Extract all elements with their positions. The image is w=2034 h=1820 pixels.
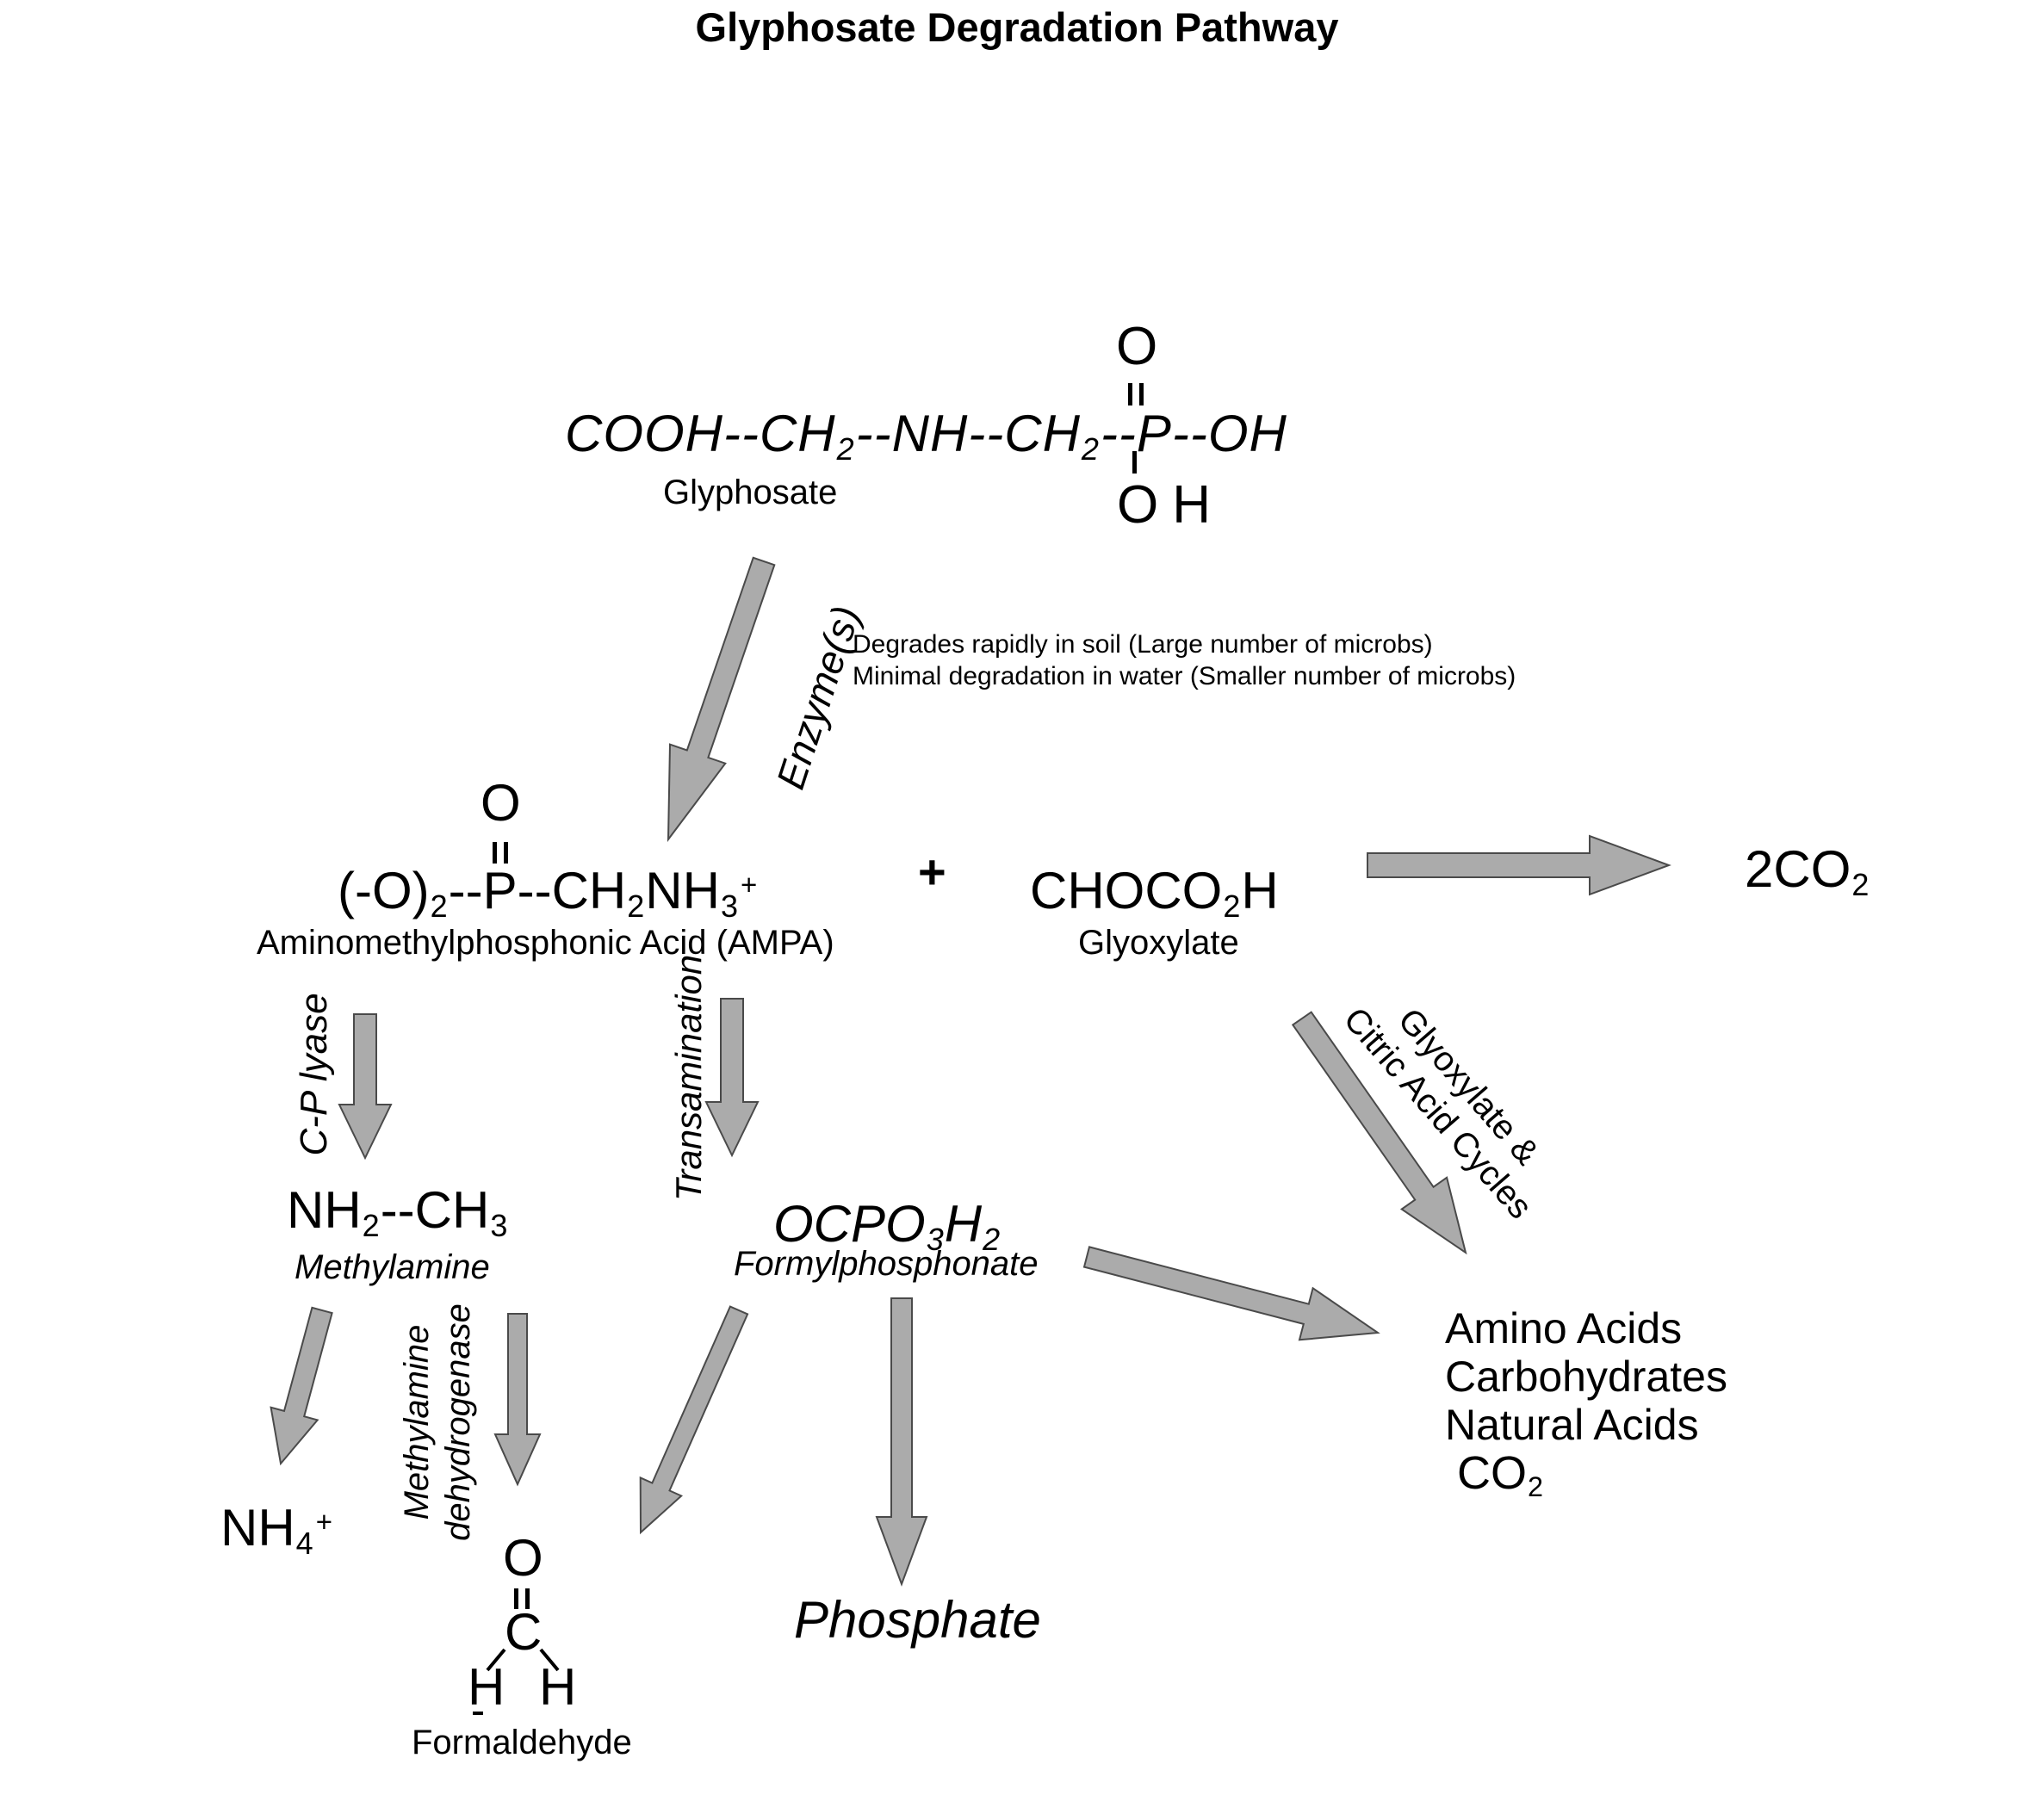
glyphosate-single-bond <box>1132 451 1137 474</box>
arrow-formylphosphonate-to-formaldehyde <box>639 1305 749 1535</box>
formaldehyde-double-bond-right <box>525 1588 530 1609</box>
formaldehyde-oxygen: O <box>503 1529 543 1587</box>
glyoxylate-formula: CHOCO2H <box>1030 862 1279 925</box>
formaldehyde-hydrogen-right: H <box>539 1658 577 1716</box>
ampa-double-bond-right <box>504 842 508 864</box>
formylphosphonate-label: Formylphosphonate <box>734 1245 1039 1283</box>
degradation-note: Degrades rapidly in soil (Large number o… <box>853 628 1516 692</box>
end-product-amino-acids: Amino Acids <box>1445 1304 1683 1353</box>
formaldehyde-h-dash <box>473 1712 483 1715</box>
page-title: Glyphosate Degradation Pathway <box>695 4 1339 50</box>
formylphosphonate-formula: OCPO3H2 <box>773 1195 1001 1258</box>
ampa-double-bond-left <box>493 842 497 864</box>
formaldehyde-carbon: C <box>505 1603 543 1661</box>
glyoxylate-label: Glyoxylate <box>1078 924 1239 962</box>
degradation-note-line1: Degrades rapidly in soil (Large number o… <box>853 630 1433 659</box>
glyphosate-formula: COOH--CH2--NH--CH2--P--OH <box>565 405 1287 467</box>
arrow-transamination <box>704 998 760 1158</box>
arrow-methylamine-dehydrogenase <box>493 1313 542 1487</box>
ampa-formula: (-O)2--P--CH2NH3+ <box>338 862 758 925</box>
bond-carbon-h-left <box>486 1648 506 1672</box>
ampa-label: Aminomethylphosphonic Acid (AMPA) <box>257 924 834 962</box>
glyphosate-top-oxygen: O <box>1116 317 1158 376</box>
methylamine-label: Methylamine <box>295 1248 490 1286</box>
arrow-methylamine-to-ammonium <box>270 1306 333 1466</box>
bond-carbon-h-right <box>539 1648 560 1672</box>
arrow-glyoxylate-cycles <box>1291 1011 1467 1255</box>
glyphosate-double-bond-left <box>1128 383 1132 405</box>
formaldehyde-hydrogen-left: H <box>468 1658 505 1716</box>
end-product-carbohydrates: Carbohydrates <box>1445 1353 1727 1401</box>
transamination-label: Transamination <box>668 954 709 1202</box>
arrow-glyphosate-to-ampa <box>667 556 776 843</box>
glyphosate-label: Glyphosate <box>663 474 838 511</box>
phosphate-label: Phosphate <box>794 1591 1041 1649</box>
arrow-glyoxylate-to-2co2 <box>1367 834 1671 896</box>
ammonium-formula: NH4+ <box>220 1499 332 1562</box>
formaldehyde-label: Formaldehyde <box>412 1724 632 1761</box>
ampa-top-oxygen: O <box>481 774 521 832</box>
end-product-co2: CO2 <box>1457 1447 1544 1503</box>
glyphosate-double-bond-right <box>1139 383 1144 405</box>
degradation-note-line2: Minimal degradation in water (Smaller nu… <box>853 662 1516 690</box>
glyphosate-bottom-hydroxyl: OH <box>1117 475 1225 535</box>
methylamine-dehydrogenase-line2: dehydrogenase <box>439 1303 477 1541</box>
co2-product-formula: 2CO2 <box>1745 840 1870 903</box>
formaldehyde-double-bond-left <box>514 1588 518 1609</box>
methylamine-dehydrogenase-line1: Methylamine <box>398 1324 436 1520</box>
end-product-natural-acids: Natural Acids <box>1445 1401 1699 1449</box>
plus-sign: + <box>918 845 946 899</box>
arrow-formylphosphonate-to-phosphate <box>875 1297 928 1587</box>
cp-lyase-label: C-P lyase <box>293 993 335 1156</box>
end-products-list: Amino Acids Carbohydrates Natural Acids <box>1445 1304 1727 1449</box>
arrow-cp-lyase <box>338 1013 393 1161</box>
methylamine-dehydrogenase-label: Methylamine dehydrogenase <box>396 1303 479 1541</box>
arrow-formylphosphonate-to-products <box>1082 1246 1380 1341</box>
methylamine-formula: NH2--CH3 <box>287 1181 508 1244</box>
